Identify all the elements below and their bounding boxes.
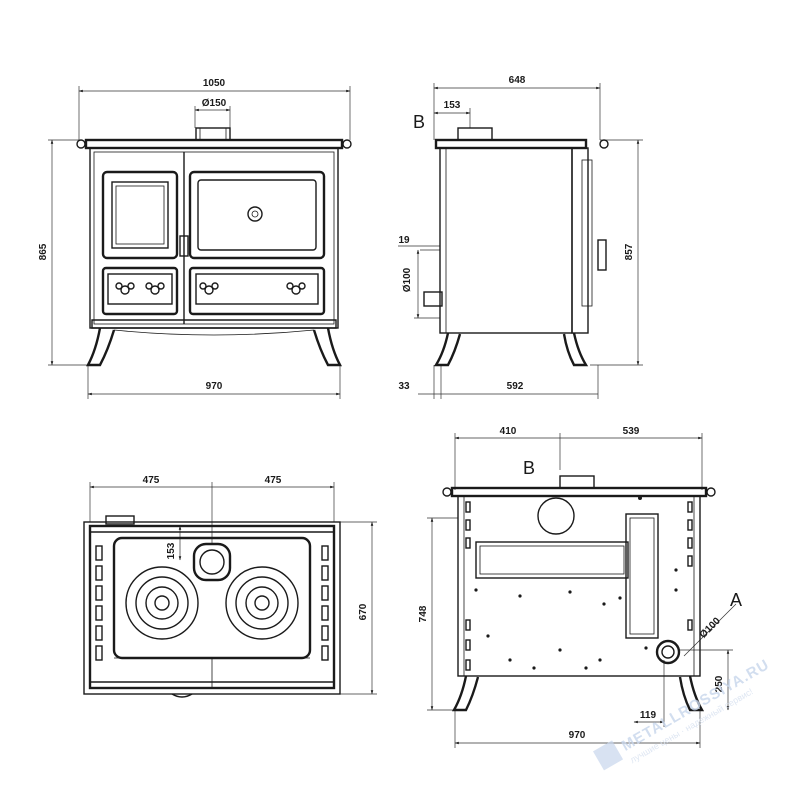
front-decor: [115, 282, 306, 295]
dim-rear-offset-left: 410: [500, 426, 517, 437]
top-rail-slots: [95, 545, 329, 661]
dim-rear-outlet-diameter: Ø100: [698, 615, 723, 640]
dim-top-half-left: 475: [143, 475, 160, 486]
dim-side-outlet-diameter: Ø100: [402, 267, 413, 292]
hotplate-left: [125, 566, 199, 640]
dim-front-height: 865: [38, 243, 49, 260]
dim-top-flue-offset: 153: [166, 542, 177, 559]
watermark: METALLROSSIYA.RU лучшие цены · надёжный …: [593, 656, 773, 771]
dim-rear-outlet-height: 250: [714, 675, 725, 692]
watermark-brand: METALLROSSIYA.RU: [619, 656, 773, 755]
rear-view: 410 539 B A 748 Ø100 250 119 970: [418, 426, 742, 748]
dim-side-depth-base: 592: [507, 381, 524, 392]
rear-view-label-b: B: [523, 458, 535, 478]
dim-side-back-offset: 33: [398, 381, 410, 392]
front-view: 1050 Ø150 865 970: [38, 78, 352, 399]
dim-rear-offset-right: 539: [623, 426, 640, 437]
dim-front-width-total: 1050: [203, 78, 226, 89]
hotplate-right: [225, 566, 299, 640]
dim-rear-outlet-offset: 119: [640, 710, 657, 721]
dim-rear-width-base: 970: [569, 730, 586, 741]
dim-side-outlet-offset: 19: [398, 235, 410, 246]
dim-top-depth: 670: [358, 603, 369, 620]
dim-front-flue-diameter: Ø150: [202, 98, 227, 109]
top-view: 475 475 153 670: [83, 475, 377, 698]
dim-top-half-right: 475: [265, 475, 282, 486]
dim-side-flue-offset: 153: [444, 100, 461, 111]
dim-side-depth-total: 648: [509, 75, 526, 86]
rear-view-label-a: A: [730, 590, 742, 610]
rear-bolts: [474, 496, 678, 670]
side-view: B 648 153 857 19 Ø100 33 592: [398, 75, 643, 399]
rear-slots: [465, 501, 693, 671]
dim-side-height: 857: [624, 243, 635, 260]
side-view-label-b: B: [413, 112, 425, 132]
dim-rear-height: 748: [418, 605, 429, 622]
dim-front-width-base: 970: [206, 381, 223, 392]
